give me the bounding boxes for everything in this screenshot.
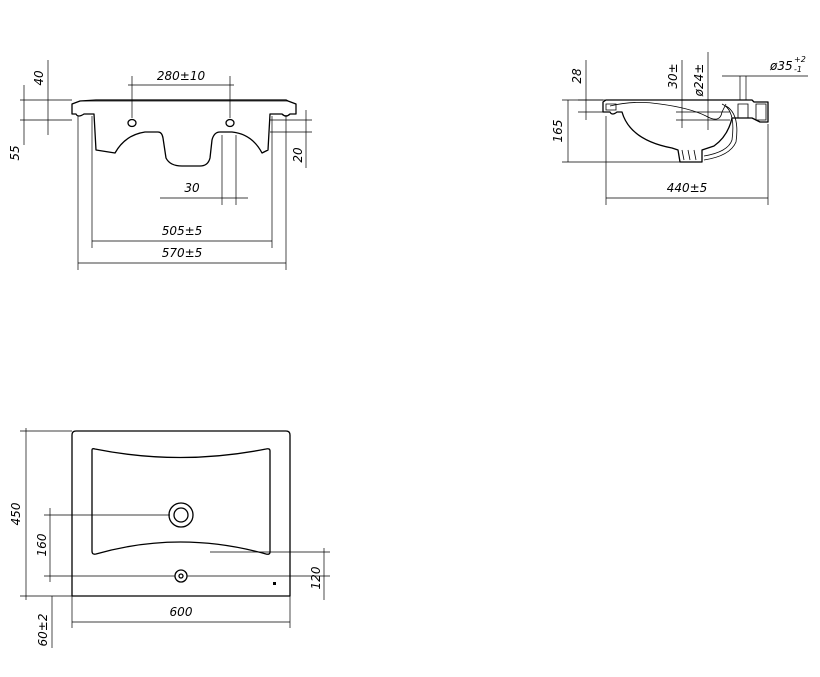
dim-line-570 xyxy=(77,116,287,270)
label-outer-width: 570±5 xyxy=(162,246,203,260)
label-drain-tolerance-lower: -1 xyxy=(794,65,802,74)
front-view: 280±10 40 55 20 30 505±5 570±5 xyxy=(8,60,312,270)
label-drain-width: 30 xyxy=(184,181,200,195)
label-tap-position: 120 xyxy=(309,566,323,589)
label-drain-tolerance-upper: +2 xyxy=(794,55,806,64)
dim-line-280 xyxy=(128,76,234,118)
dim-line-20 xyxy=(270,110,312,168)
plan-tap-hole xyxy=(174,569,188,583)
dim-line-505 xyxy=(91,116,273,248)
dim-line-30-side xyxy=(676,60,730,128)
dim-line-165 xyxy=(562,99,680,163)
side-view-outline xyxy=(602,99,769,163)
label-total-height: 165 xyxy=(551,120,565,143)
label-plan-depth: 450 xyxy=(9,502,23,525)
plan-drain-outer xyxy=(168,502,194,528)
label-side-rim-height: 28 xyxy=(570,68,584,84)
plan-tap-center xyxy=(178,573,184,579)
plan-drain-inner xyxy=(173,507,189,523)
label-inner-width: 505±5 xyxy=(162,224,203,238)
dim-line-600 xyxy=(71,596,291,628)
plan-view-outline xyxy=(71,430,291,597)
label-drain-position: 160 xyxy=(35,533,49,556)
dim-line-35 xyxy=(722,75,808,100)
plan-marker-dot xyxy=(273,582,276,585)
label-overflow-depth: 55 xyxy=(8,145,22,160)
dim-line-440 xyxy=(605,116,769,205)
label-bowl-offset: 20 xyxy=(291,147,305,163)
dim-line-450 xyxy=(20,428,72,600)
dim-line-30 xyxy=(160,135,248,205)
side-view-tap-slot xyxy=(605,103,617,111)
plan-view: 450 160 120 600 60±2 xyxy=(9,428,330,648)
label-rim-height: 40 xyxy=(32,70,46,86)
label-front-offset: 60±2 xyxy=(36,614,50,647)
label-plan-width: 600 xyxy=(170,605,193,619)
dim-line-160 xyxy=(44,508,175,582)
plan-view-bowl xyxy=(91,448,271,555)
dim-line-120 xyxy=(187,548,330,600)
side-view-overflow-slot xyxy=(737,103,767,121)
label-side-depth: 440±5 xyxy=(667,181,708,195)
front-view-outline xyxy=(71,99,297,167)
label-overflow-offset: 30± xyxy=(666,63,680,88)
side-view: 28 165 30± ø24± ø35 +2 -1 440±5 xyxy=(551,52,808,205)
dim-line-40-55 xyxy=(20,60,72,145)
side-view-drain-hatch xyxy=(681,149,697,161)
side-view-overflow-channel xyxy=(703,103,738,161)
front-tap-hole-right xyxy=(225,118,235,128)
label-overflow-diameter: ø24± xyxy=(692,64,706,98)
side-view-inner-bowl xyxy=(609,102,727,120)
label-tap-spacing: 280±10 xyxy=(157,69,206,83)
front-tap-hole-left xyxy=(127,118,137,128)
label-drain-diameter: ø35 xyxy=(769,59,793,73)
